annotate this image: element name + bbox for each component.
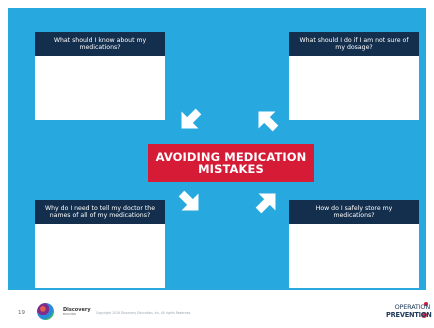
logo-dot-icon (421, 312, 427, 318)
footer: 19 Discovery EDUCATION Copyright 2016 Di… (0, 290, 434, 328)
arrow-bottom-left-icon (170, 182, 210, 222)
card-bottom-right-body (289, 224, 419, 288)
card-top-right-body (289, 56, 419, 120)
arrow-top-right-icon (247, 100, 287, 140)
discovery-text: Discovery (63, 307, 91, 313)
card-bottom-left-body (35, 224, 165, 288)
discovery-logo: Discovery EDUCATION (63, 308, 93, 318)
operation-prevention-logo: OPERATION PREVENTION (386, 302, 432, 320)
card-bottom-right: How do I safely store my medications? (289, 200, 419, 288)
discovery-sub-text: EDUCATION (63, 313, 76, 316)
card-top-right: What should I do if I am not sure of my … (289, 32, 419, 120)
card-bottom-left-header: Why do I need to tell my doctor the name… (35, 200, 165, 224)
arrow-top-left-icon (170, 100, 210, 140)
card-bottom-left: Why do I need to tell my doctor the name… (35, 200, 165, 288)
operation-text: OPERATION (394, 303, 431, 311)
copyright-text: Copyright 2016 Discovery Education, Inc.… (96, 311, 192, 315)
card-top-right-header: What should I do if I am not sure of my … (289, 32, 419, 56)
prevention-text: PREVENTION (386, 311, 432, 319)
main-panel: What should I know about my medications?… (8, 8, 426, 290)
badge-icon (37, 303, 54, 320)
card-top-left-body (35, 56, 165, 120)
page-number: 19 (18, 310, 25, 316)
card-top-left-header: What should I know about my medications? (35, 32, 165, 56)
slide-title: AVOIDING MEDICATION MISTAKES (148, 144, 314, 182)
card-top-left: What should I know about my medications? (35, 32, 165, 120)
card-bottom-right-header: How do I safely store my medications? (289, 200, 419, 224)
logo-dot-icon (424, 302, 428, 306)
arrow-bottom-right-icon (247, 182, 287, 222)
